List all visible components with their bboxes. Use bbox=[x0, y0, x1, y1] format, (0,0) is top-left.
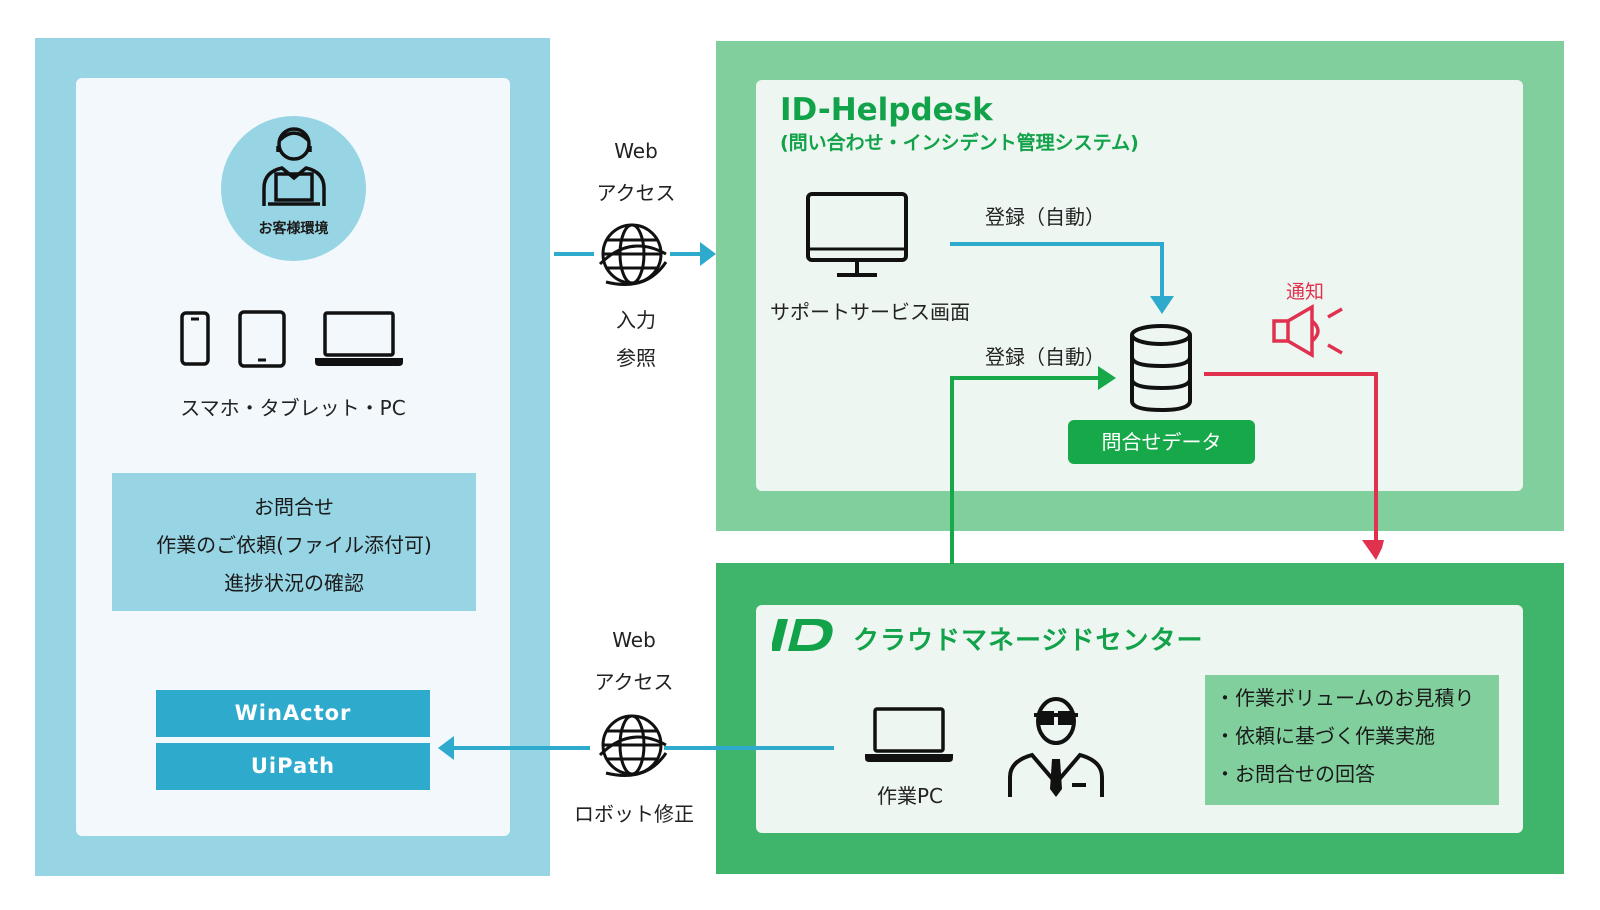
customer-actions-box bbox=[112, 473, 476, 611]
action-request: 作業のご依頼(ファイル添付可) bbox=[156, 533, 432, 557]
access-label-top: アクセス bbox=[596, 181, 676, 205]
tablet-icon bbox=[238, 310, 286, 368]
robot-fix-arrow bbox=[438, 736, 834, 760]
monitor-icon bbox=[806, 192, 908, 277]
robot-fix-label: ロボット修正 bbox=[574, 802, 694, 826]
notify-label: 通知 bbox=[1286, 281, 1325, 303]
helpdesk-title: ID-Helpdesk bbox=[780, 92, 993, 128]
register-label-bottom: 登録（自動） bbox=[985, 345, 1105, 369]
work-pc-label: 作業PC bbox=[876, 784, 944, 808]
winactor-label: WinActor bbox=[156, 690, 430, 737]
center-title: クラウドマネージドセンター bbox=[853, 626, 1204, 656]
customer-env-label: お客様環境 bbox=[258, 221, 329, 237]
work-pc-icon bbox=[865, 707, 953, 762]
notify-arrow bbox=[1204, 372, 1384, 560]
megaphone-icon bbox=[1272, 303, 1343, 359]
globe-icon-bottom bbox=[598, 714, 668, 777]
action-inquiry: お問合せ bbox=[254, 495, 334, 519]
web-label-bottom: Web bbox=[612, 628, 656, 652]
task-estimate: ・作業ボリュームのお見積り bbox=[1215, 686, 1475, 710]
register-arrow-top bbox=[950, 242, 1174, 314]
register-arrow-bottom bbox=[950, 366, 1116, 564]
uipath-label: UiPath bbox=[156, 743, 430, 790]
inquiry-data-badge: 問合せデータ bbox=[1068, 420, 1255, 464]
support-screen-label: サポートサービス画面 bbox=[770, 300, 970, 324]
access-label-bottom: アクセス bbox=[594, 670, 674, 694]
tasks-box bbox=[1205, 675, 1499, 805]
devices-label: スマホ・タブレット・PC bbox=[180, 396, 406, 420]
register-label-top: 登録（自動） bbox=[985, 205, 1105, 229]
customer-avatar bbox=[221, 116, 366, 261]
laptop-icon bbox=[315, 311, 403, 366]
web-access-arrow-top bbox=[554, 242, 716, 266]
web-label-top: Web bbox=[614, 139, 658, 163]
task-execution: ・依頼に基づく作業実施 bbox=[1215, 724, 1435, 748]
smartphone-icon bbox=[180, 311, 210, 366]
input-label: 入力 bbox=[616, 308, 656, 332]
reference-label: 参照 bbox=[616, 346, 656, 370]
task-answer: ・お問合せの回答 bbox=[1215, 762, 1375, 786]
id-logo bbox=[772, 619, 833, 651]
database-icon bbox=[1130, 324, 1192, 413]
globe-icon-top bbox=[598, 223, 668, 286]
helpdesk-subtitle: (問い合わせ・インシデント管理システム) bbox=[780, 132, 1139, 154]
operator-icon bbox=[1008, 697, 1104, 797]
action-progress: 進捗状況の確認 bbox=[224, 571, 364, 595]
customer-user-icon bbox=[262, 127, 326, 206]
